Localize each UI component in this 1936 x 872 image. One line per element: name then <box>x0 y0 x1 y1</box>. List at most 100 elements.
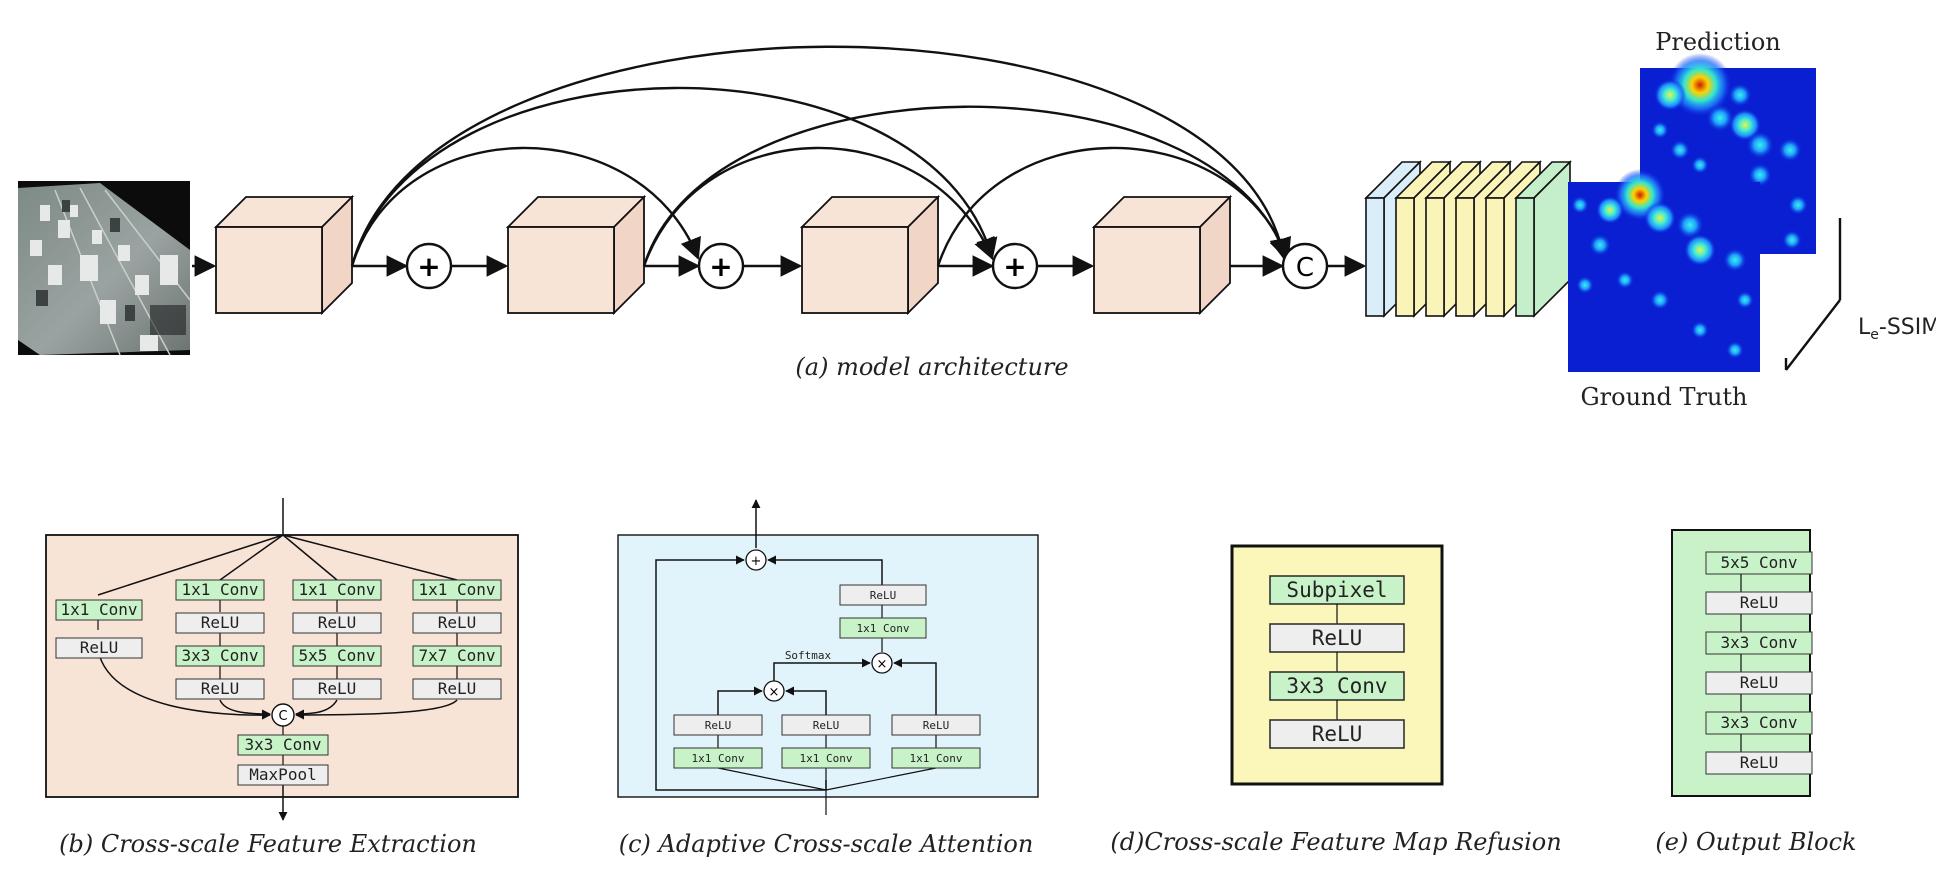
cfe-b4-layer-1: 1x1 Conv <box>412 579 502 601</box>
cfe-b3-layer-3-label: 5x5 Conv <box>298 646 375 665</box>
cfe-b1-conv1x1: 1x1 Conv <box>55 599 143 621</box>
svg-text:C: C <box>1296 253 1314 283</box>
output-layer-4: ReLU <box>1705 671 1813 695</box>
cfe-b3-layer-4-label: ReLU <box>318 679 357 698</box>
output-layer-2-label: ReLU <box>1740 593 1779 612</box>
prediction-label: Prediction <box>1655 28 1781 56</box>
cfe-b3-layer-1: 1x1 Conv <box>292 579 382 601</box>
cfe-b2-layer-1-label: 1x1 Conv <box>181 580 258 599</box>
aca-branch3-relu: ReLU <box>891 714 981 736</box>
encoder-block-1 <box>213 194 355 316</box>
cfe-b2-layer-3-label: 3x3 Conv <box>181 646 258 665</box>
cfe-tail-maxpool: MaxPool <box>237 764 329 786</box>
refusion-layer-1-label: Subpixel <box>1286 578 1387 602</box>
cfe-b1-relu-label: ReLU <box>80 638 119 657</box>
encoder-block-4 <box>1091 194 1233 316</box>
caption-output-block: (e) Output Block <box>1655 828 1856 856</box>
aca-branch2-conv1x1-label: 1x1 Conv <box>800 752 853 765</box>
refusion-layer-2-label: ReLU <box>1312 626 1363 650</box>
encoder-block-2 <box>505 194 647 316</box>
aca-mult-node-right <box>871 652 893 674</box>
aca-branch2-conv1x1: 1x1 Conv <box>781 747 871 769</box>
refusion-layer-2: ReLU <box>1269 623 1405 653</box>
output-layer-6: ReLU <box>1705 751 1813 775</box>
input-traffic-image <box>18 181 191 356</box>
add-node-3: + <box>991 242 1039 290</box>
skip-connections <box>350 45 1291 267</box>
output-layer-1-label: 5x5 Conv <box>1720 553 1797 572</box>
refusion-layer-3: 3x3 Conv <box>1269 671 1405 701</box>
svg-text:×: × <box>769 685 780 700</box>
output-layer-2: ReLU <box>1705 591 1813 615</box>
ground-truth-heatmap <box>1568 169 1760 372</box>
refusion-layer-4: ReLU <box>1269 719 1405 749</box>
output-layer-stack <box>1364 160 1572 318</box>
cfe-b1-relu: ReLU <box>55 637 143 659</box>
aca-top-conv1x1-label: 1x1 Conv <box>857 622 910 635</box>
output-layer-4-label: ReLU <box>1740 673 1779 692</box>
cfe-tail-maxpool-label: MaxPool <box>249 765 316 784</box>
cfe-b4-layer-1-label: 1x1 Conv <box>418 580 495 599</box>
aca-branch2-relu: ReLU <box>781 714 871 736</box>
cfe-b4-layer-2-label: ReLU <box>438 613 477 632</box>
caption-refusion: (d)Cross-scale Feature Map Refusion <box>1110 828 1561 856</box>
aca-branch1-conv1x1: 1x1 Conv <box>673 747 763 769</box>
cfe-b2-layer-4-label: ReLU <box>201 679 240 698</box>
aca-branch1-relu: ReLU <box>673 714 763 736</box>
cfe-b2-layer-1: 1x1 Conv <box>175 579 265 601</box>
output-layer-3: 3x3 Conv <box>1705 631 1813 655</box>
cfe-b4-layer-4-label: ReLU <box>438 679 477 698</box>
output-layer-6 <box>1514 160 1572 318</box>
cfe-b4-layer-4: ReLU <box>412 678 502 700</box>
aca-branch3-conv1x1: 1x1 Conv <box>891 747 981 769</box>
caption-aca: (c) Adaptive Cross-scale Attention <box>619 830 1034 858</box>
svg-text:C: C <box>278 709 287 724</box>
svg-text:+: + <box>709 250 732 283</box>
aca-top-relu-label: ReLU <box>870 589 897 602</box>
cfe-tail-conv3x3-label: 3x3 Conv <box>244 735 321 754</box>
cfe-b3-layer-2-label: ReLU <box>318 613 357 632</box>
refusion-layer-1: Subpixel <box>1269 575 1405 605</box>
aca-branch3-relu-label: ReLU <box>923 719 950 732</box>
svg-text:+: + <box>751 554 762 569</box>
cfe-b3-layer-3: 5x5 Conv <box>292 645 382 667</box>
cfe-b3-layer-2: ReLU <box>292 612 382 634</box>
model-architecture-panel: + + + C <box>18 28 1936 411</box>
svg-text:+: + <box>1003 250 1026 283</box>
cfe-b3-layer-4: ReLU <box>292 678 382 700</box>
cfe-tail-conv3x3: 3x3 Conv <box>237 734 329 756</box>
cfe-b2-layer-2-label: ReLU <box>201 613 240 632</box>
cfe-b1-conv1x1-label: 1x1 Conv <box>60 600 137 619</box>
ground-truth-label: Ground Truth <box>1580 383 1747 411</box>
aca-branch1-conv1x1-label: 1x1 Conv <box>692 752 745 765</box>
caption-cfe: (b) Cross-scale Feature Extraction <box>59 830 477 858</box>
caption-model-architecture: (a) model architecture <box>795 353 1068 381</box>
output-layer-1: 5x5 Conv <box>1705 551 1813 575</box>
add-node-1: + <box>405 242 453 290</box>
cfe-b4-layer-2: ReLU <box>412 612 502 634</box>
cfe-b4-layer-3-label: 7x7 Conv <box>418 646 495 665</box>
svg-text:+: + <box>417 250 440 283</box>
softmax-label: Softmax <box>785 649 832 662</box>
cfe-b2-layer-3: 3x3 Conv <box>175 645 265 667</box>
aca-top-relu: ReLU <box>839 584 927 606</box>
cfe-b3-layer-1-label: 1x1 Conv <box>298 580 375 599</box>
svg-text:×: × <box>877 657 888 672</box>
aca-branch1-relu-label: ReLU <box>705 719 732 732</box>
output-layer-3-label: 3x3 Conv <box>1720 633 1797 652</box>
aca-add-node <box>745 549 767 571</box>
output-layer-5: 3x3 Conv <box>1705 711 1813 735</box>
add-node-2: + <box>697 242 745 290</box>
aca-top-conv1x1: 1x1 Conv <box>839 617 927 639</box>
refusion-layer-3-label: 3x3 Conv <box>1286 674 1387 698</box>
cfe-b2-layer-4: ReLU <box>175 678 265 700</box>
aca-branch3-conv1x1-label: 1x1 Conv <box>910 752 963 765</box>
loss-bracket <box>1784 218 1842 371</box>
loss-label: Le-SSIM <box>1858 315 1936 343</box>
